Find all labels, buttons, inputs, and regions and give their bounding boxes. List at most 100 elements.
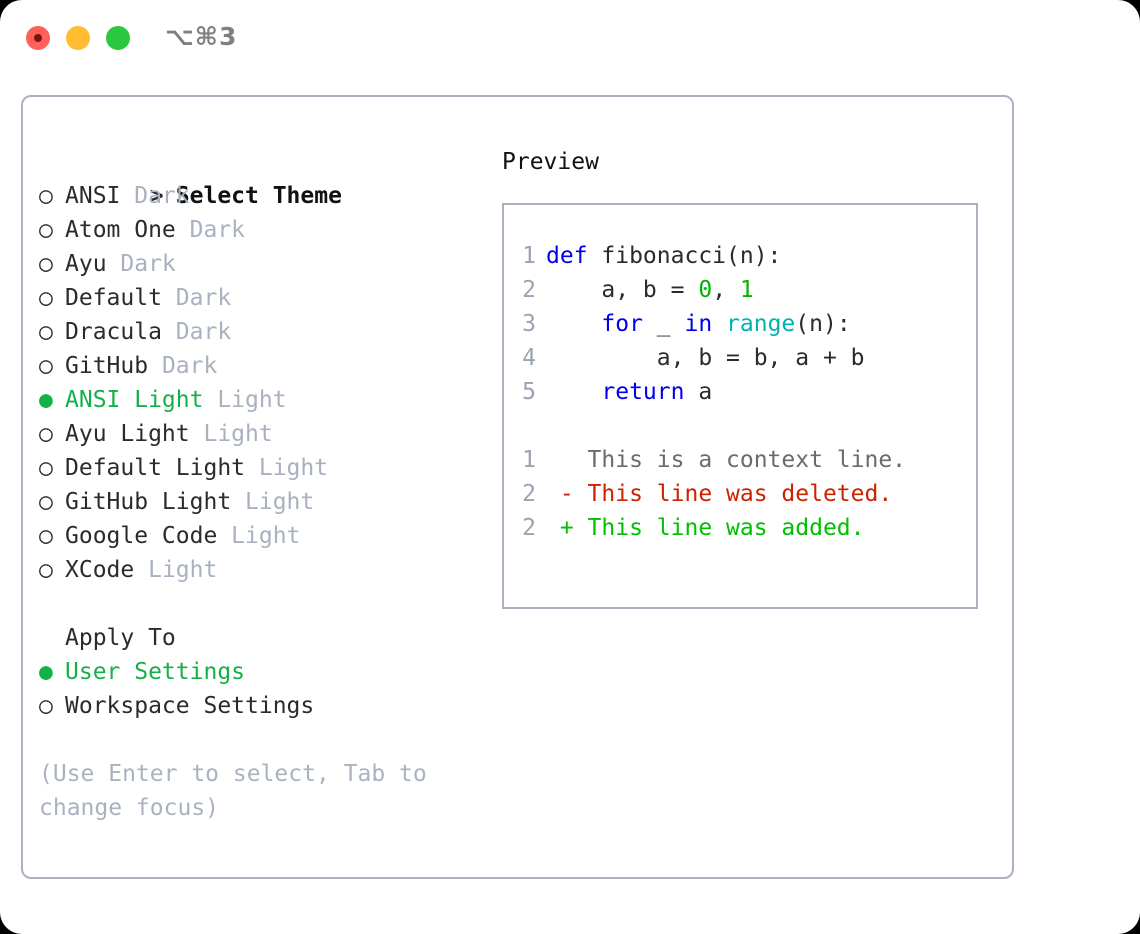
theme-name: Dracula — [65, 319, 162, 345]
radio-unselected-icon: ○ — [39, 183, 53, 209]
theme-list-item[interactable]: ○ Dracula Dark — [39, 315, 479, 349]
radio-unselected-icon: ○ — [39, 489, 53, 515]
minimize-button[interactable] — [66, 26, 90, 50]
line-number: 3 — [522, 311, 536, 337]
theme-name: XCode — [65, 557, 135, 583]
radio-unselected-icon: ○ — [39, 523, 53, 549]
theme-list-item[interactable]: ● ANSI Light Light — [39, 383, 479, 417]
theme-list-item[interactable]: ○ ANSI Dark — [39, 179, 479, 213]
code-token: a, b = b, a + b — [546, 345, 865, 371]
theme-name: Ayu Light — [65, 421, 190, 447]
line-number: 2 — [522, 277, 536, 303]
theme-list-item[interactable]: ○ XCode Light — [39, 553, 479, 587]
apply-to-option[interactable]: ○ Workspace Settings — [39, 689, 479, 723]
theme-list-item[interactable]: ○ Ayu Light Light — [39, 417, 479, 451]
theme-variant-tag: Light — [203, 387, 287, 413]
line-number: 5 — [522, 379, 536, 405]
theme-variant-tag: Dark — [175, 217, 246, 243]
close-button[interactable] — [26, 26, 50, 50]
code-token: , — [712, 277, 740, 303]
theme-name: GitHub Light — [65, 489, 232, 515]
code-line: 5 return a — [504, 375, 980, 409]
radio-unselected-icon: ○ — [39, 285, 53, 311]
diff-line-text: This is a context line. — [546, 447, 907, 473]
line-number: 4 — [522, 345, 536, 371]
theme-name: Atom One — [65, 217, 176, 243]
diff-line-text: - This line was deleted. — [546, 481, 893, 507]
diff-lines: 1 This is a context line.2 - This line w… — [504, 443, 980, 545]
theme-list-item[interactable]: ○ GitHub Dark — [39, 349, 479, 383]
theme-name: Default Light — [65, 455, 246, 481]
code-token: range — [726, 311, 796, 337]
radio-selected-icon: ● — [39, 387, 53, 413]
code-blank-line — [504, 409, 980, 443]
theme-name: ANSI Light — [65, 387, 204, 413]
prompt-caret-icon: > — [149, 183, 178, 209]
radio-unselected-icon: ○ — [39, 693, 53, 719]
title-bar: ⌥⌘3 — [0, 0, 1140, 78]
page-title: Select Theme — [175, 183, 342, 209]
code-token: in — [684, 311, 713, 337]
apply-to-label: Apply To — [65, 625, 176, 651]
theme-name: GitHub — [65, 353, 149, 379]
keyboard-hint: (Use Enter to select, Tab to change focu… — [39, 761, 441, 821]
theme-list-column: > Select Theme ○ANSI Dark○Atom One Dark○… — [39, 145, 479, 825]
apply-to-option-label: Workspace Settings — [65, 693, 315, 719]
keyboard-shortcut-label: ⌥⌘3 — [165, 22, 238, 51]
radio-unselected-icon: ○ — [39, 353, 53, 379]
code-token: (n): — [795, 311, 851, 337]
theme-name: ANSI — [65, 183, 121, 209]
theme-variant-tag: Light — [189, 421, 273, 447]
theme-list-item[interactable]: ○ Default Light Light — [39, 451, 479, 485]
radio-unselected-icon: ○ — [39, 557, 53, 583]
radio-selected-icon: ● — [39, 659, 53, 685]
code-token — [546, 379, 601, 405]
apply-to-option-label: User Settings — [65, 659, 246, 685]
theme-list-item[interactable]: ○Atom One Dark — [39, 213, 479, 247]
theme-list-header: > Select Theme — [39, 145, 479, 209]
code-token — [546, 311, 601, 337]
theme-name: Google Code — [65, 523, 218, 549]
line-number: 2 — [522, 515, 536, 541]
theme-variant-tag: Dark — [161, 319, 232, 345]
radio-unselected-icon: ○ — [39, 421, 53, 447]
theme-list-item[interactable]: ○GitHub Light Light — [39, 485, 479, 519]
theme-variant-tag: Dark — [161, 285, 232, 311]
apply-to-option[interactable]: ● User Settings — [39, 655, 479, 689]
code-token: a, b = — [546, 277, 699, 303]
theme-variant-tag: Dark — [148, 353, 218, 379]
theme-list-item[interactable]: ○Ayu Dark — [39, 247, 479, 281]
theme-variant-tag: Light — [245, 455, 329, 481]
code-line: 2 a, b = 0, 1 — [504, 273, 980, 307]
radio-unselected-icon: ○ — [39, 251, 53, 277]
theme-selector-panel: > Select Theme ○ANSI Dark○Atom One Dark○… — [21, 95, 1014, 879]
code-token: return — [601, 379, 685, 405]
code-token: _ — [642, 311, 685, 337]
theme-variant-tag: Dark — [120, 183, 190, 209]
diff-line: 2 + This line was added. — [504, 511, 980, 545]
maximize-button[interactable] — [106, 26, 130, 50]
line-number: 1 — [522, 243, 536, 269]
radio-unselected-icon: ○ — [39, 319, 53, 345]
apply-to-list[interactable]: ● User Settings ○ Workspace Settings — [39, 655, 479, 723]
preview-title: Preview — [502, 149, 599, 175]
code-line: 4 a, b = b, a + b — [504, 341, 980, 375]
code-token — [712, 311, 726, 337]
radio-unselected-icon: ○ — [39, 455, 53, 481]
list-spacer — [39, 587, 479, 621]
diff-line: 2 - This line was deleted. — [504, 477, 980, 511]
code-token: fibonacci(n): — [587, 243, 782, 269]
theme-list[interactable]: ○ANSI Dark○Atom One Dark○Ayu Dark○Defaul… — [39, 179, 479, 587]
code-token: 0 — [698, 277, 713, 303]
theme-variant-tag: Light — [217, 523, 301, 549]
theme-list-item[interactable]: ○Default Dark — [39, 281, 479, 315]
theme-list-item[interactable]: ○ Google Code Light — [39, 519, 479, 553]
code-line: 3 for _ in range(n): — [504, 307, 980, 341]
theme-variant-tag: Light — [134, 557, 218, 583]
line-number: 2 — [522, 481, 536, 507]
